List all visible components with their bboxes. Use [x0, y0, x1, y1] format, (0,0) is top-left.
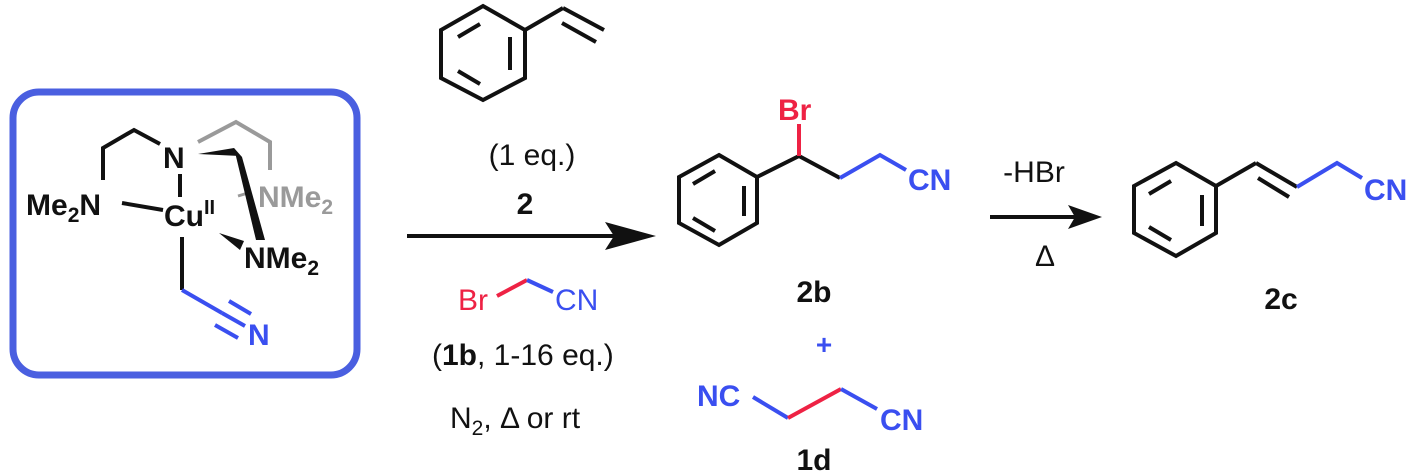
arrow-2-above-text: -HBr [1003, 156, 1065, 189]
nme2-bottom-label: NMe2 [244, 242, 319, 280]
catalyst-complex: NMe2 N Me2N CuII NMe2 N [9, 88, 361, 379]
styrene-amount: (1 eq.) [489, 139, 576, 172]
triple-bond-1 [214, 323, 239, 340]
left-arm-bond [101, 127, 161, 180]
arrow-2-below-text: Δ [1035, 240, 1055, 273]
wedge-bond-cu [219, 233, 244, 250]
br-label: Br [458, 284, 488, 317]
1d-nc-label: NC [697, 380, 740, 413]
cu-label: CuII [164, 197, 215, 233]
product-2b-label: 2b [796, 276, 831, 309]
2b-br-label: Br [778, 94, 812, 127]
byproduct-1d-label: 1d [796, 444, 831, 476]
1d-cn-label: CN [880, 404, 923, 437]
product-2b-structure: Br CN [677, 94, 951, 248]
succinonitrile-structure: NC CN [697, 380, 923, 437]
plus-sign: + [816, 329, 832, 360]
reaction-conditions: N2, Δ or rt [450, 402, 581, 440]
grey-arm-bond [197, 119, 272, 170]
nme2-grey-label: NMe2 [258, 181, 333, 219]
ch2-c-bond [181, 288, 223, 315]
wedge-bond-arm [234, 148, 265, 240]
bromoacetonitrile-structure: Br CN [458, 278, 598, 317]
n-top-label: N [163, 142, 185, 175]
styrene-structure [439, 3, 605, 103]
product-2c-structure: CN [1132, 160, 1407, 259]
2b-cn-label: CN [908, 164, 951, 197]
n-nitrile-label: N [248, 319, 270, 352]
2c-cn-label: CN [1364, 174, 1407, 207]
reaction-arrow-1 [407, 222, 656, 250]
triple-bond-3 [227, 299, 253, 316]
product-2c-label: 2c [1264, 283, 1297, 316]
me2n-left-label: Me2N [26, 189, 101, 227]
wedge-bond-top [198, 148, 240, 156]
triple-bond-2 [221, 311, 246, 328]
catalyst-highlight-box [9, 88, 361, 379]
bromoacetonitrile-amount: (1b, 1-16 eq.) [432, 339, 614, 372]
nme2-cu-bond [121, 201, 164, 212]
cn-label: CN [555, 284, 598, 317]
styrene-compound-label: 2 [517, 188, 534, 221]
reaction-arrow-2 [990, 205, 1102, 229]
